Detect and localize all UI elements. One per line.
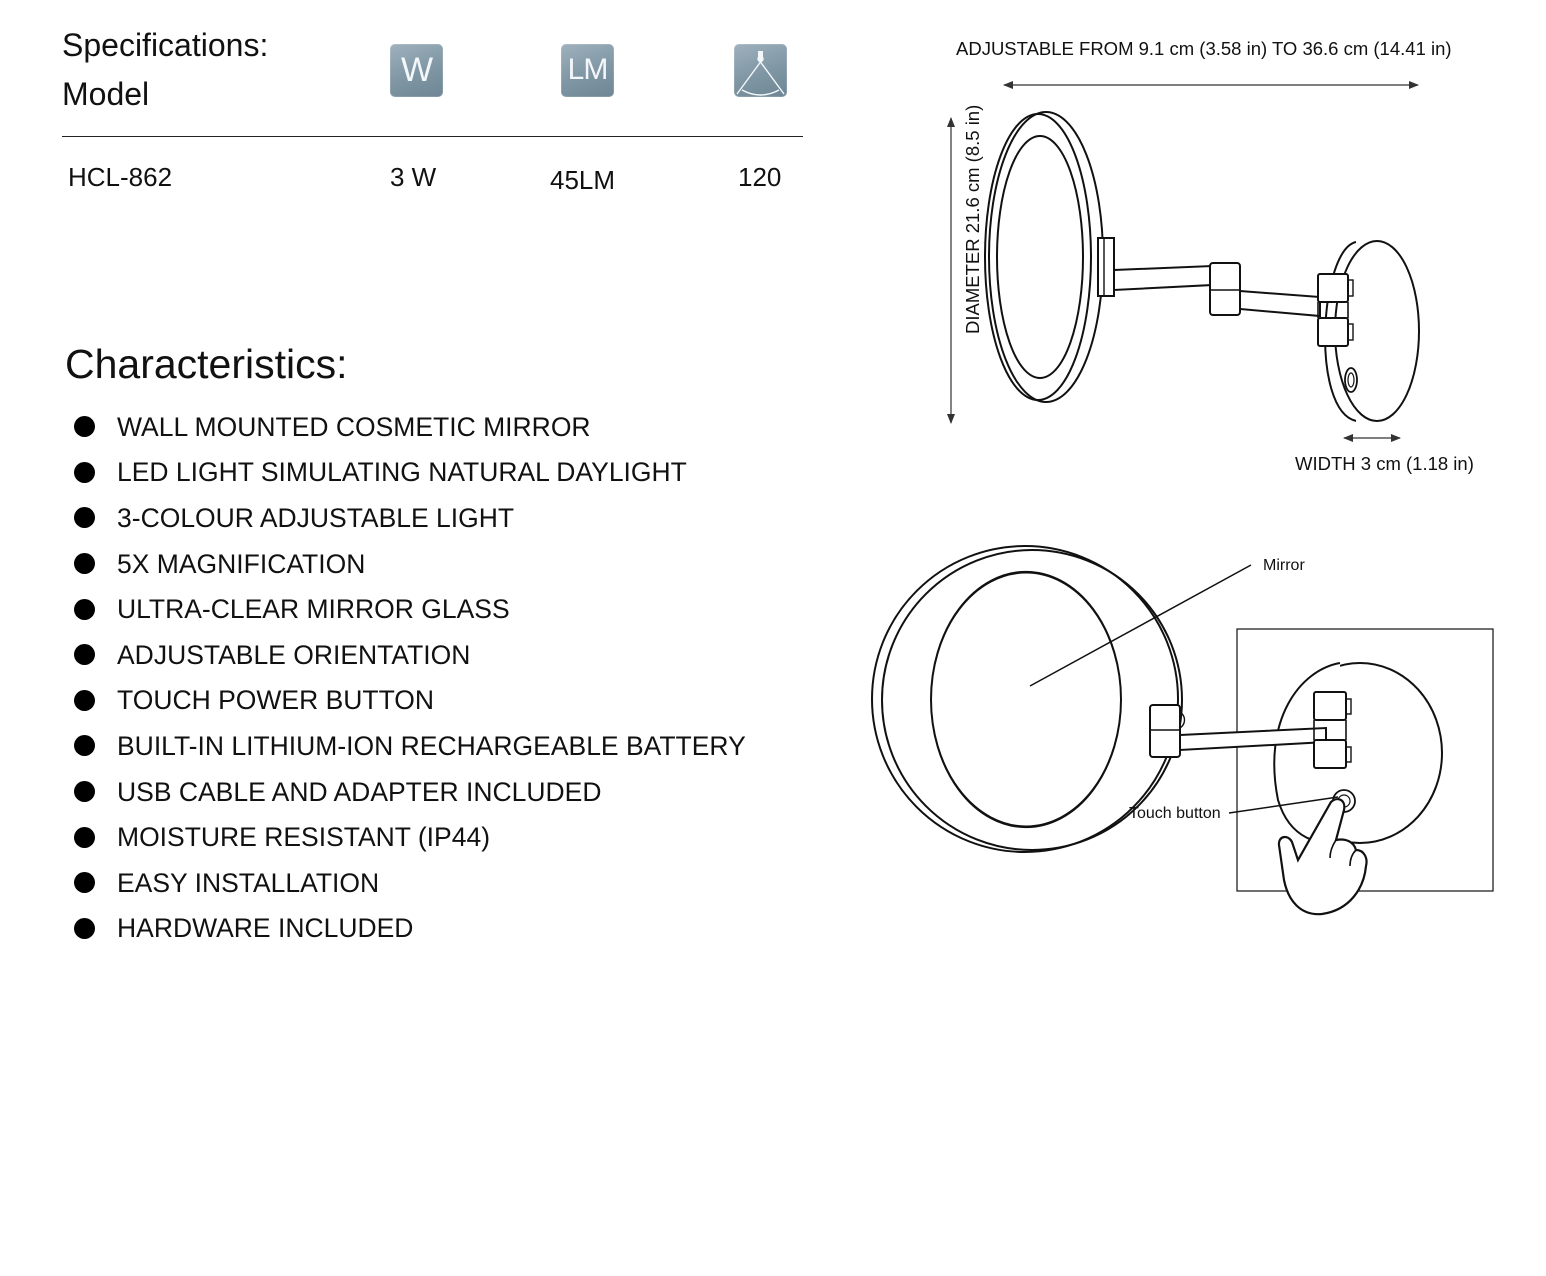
beam-angle-icon xyxy=(734,44,787,97)
model-column-header: Model xyxy=(62,76,150,112)
bullet-icon xyxy=(74,507,95,529)
list-item-text: 3-COLOUR ADJUSTABLE LIGHT xyxy=(117,502,515,533)
adjustable-dimension-label: ADJUSTABLE FROM 9.1 cm (3.58 in) TO 36.6… xyxy=(956,38,1452,59)
list-item-text: EASY INSTALLATION xyxy=(117,867,380,898)
beam-angle-glyph xyxy=(736,51,785,96)
touch-button-icon xyxy=(1332,789,1356,813)
bullet-icon xyxy=(74,598,95,620)
width-dimension-label: WIDTH 3 cm (1.18 in) xyxy=(1295,453,1474,474)
characteristics-list: WALL MOUNTED COSMETIC MIRROR LED LIGHT S… xyxy=(74,404,746,951)
beam-angle-value: 120 xyxy=(738,162,782,192)
touch-inset-frame xyxy=(1236,628,1494,892)
touch-leader-line xyxy=(1228,796,1339,814)
mirror-callout-label: Mirror xyxy=(1263,557,1305,574)
list-item: MOISTURE RESISTANT (IP44) xyxy=(74,814,746,860)
hand-pointer-icon xyxy=(1277,798,1368,916)
model-value: HCL-862 xyxy=(68,162,173,192)
list-item: EASY INSTALLATION xyxy=(74,860,746,906)
list-item: 5X MAGNIFICATION xyxy=(74,541,746,587)
bullet-icon xyxy=(74,689,95,711)
lumen-icon: LM xyxy=(561,44,614,97)
list-item-text: HARDWARE INCLUDED xyxy=(117,913,414,944)
list-item: ULTRA-CLEAR MIRROR GLASS xyxy=(74,586,746,632)
list-item-text: TOUCH POWER BUTTON xyxy=(117,685,435,716)
list-item-text: ADJUSTABLE ORIENTATION xyxy=(117,639,471,670)
list-item-text: ULTRA-CLEAR MIRROR GLASS xyxy=(117,594,510,625)
list-item: 3-COLOUR ADJUSTABLE LIGHT xyxy=(74,495,746,541)
bullet-icon xyxy=(74,917,95,939)
bullet-icon xyxy=(74,644,95,666)
bullet-icon xyxy=(74,872,95,894)
touch-button-callout-label: Touch button xyxy=(1129,805,1221,822)
diameter-dimension-label: DIAMETER 21.6 cm (8.5 in) xyxy=(962,104,983,334)
bullet-icon xyxy=(74,735,95,757)
list-item: ADJUSTABLE ORIENTATION xyxy=(74,632,746,678)
dimension-diagram xyxy=(947,81,1420,442)
list-item: WALL MOUNTED COSMETIC MIRROR xyxy=(74,404,746,450)
table-divider xyxy=(62,136,803,137)
list-item-text: WALL MOUNTED COSMETIC MIRROR xyxy=(117,411,591,442)
bullet-icon xyxy=(74,781,95,803)
watt-icon-label: W xyxy=(400,51,433,89)
list-item: HARDWARE INCLUDED xyxy=(74,906,746,952)
list-item-text: 5X MAGNIFICATION xyxy=(117,548,366,579)
list-item-text: USB CABLE AND ADAPTER INCLUDED xyxy=(117,776,602,807)
bullet-icon xyxy=(74,553,95,575)
bullet-icon xyxy=(74,826,95,848)
bullet-icon xyxy=(74,416,95,438)
watt-value: 3 W xyxy=(390,162,437,192)
lumen-value: 45LM xyxy=(550,165,616,195)
list-item: USB CABLE AND ADAPTER INCLUDED xyxy=(74,769,746,815)
list-item-text: BUILT-IN LITHIUM-ION RECHARGEABLE BATTER… xyxy=(117,730,746,761)
list-item-text: MOISTURE RESISTANT (IP44) xyxy=(117,822,491,853)
mirror-side-view xyxy=(984,111,1420,422)
mirror-leader-line xyxy=(1029,564,1252,687)
watt-icon: W xyxy=(390,44,443,97)
specifications-title: Specifications: xyxy=(62,27,269,63)
list-item: BUILT-IN LITHIUM-ION RECHARGEABLE BATTER… xyxy=(74,723,746,769)
wall-plate xyxy=(1277,662,1443,844)
lumen-icon-label: LM xyxy=(567,53,609,86)
characteristics-title: Characteristics: xyxy=(65,341,348,387)
bullet-icon xyxy=(74,461,95,483)
list-item: TOUCH POWER BUTTON xyxy=(74,678,746,724)
list-item-text: LED LIGHT SIMULATING NATURAL DAYLIGHT xyxy=(117,457,687,488)
list-item: LED LIGHT SIMULATING NATURAL DAYLIGHT xyxy=(74,450,746,496)
